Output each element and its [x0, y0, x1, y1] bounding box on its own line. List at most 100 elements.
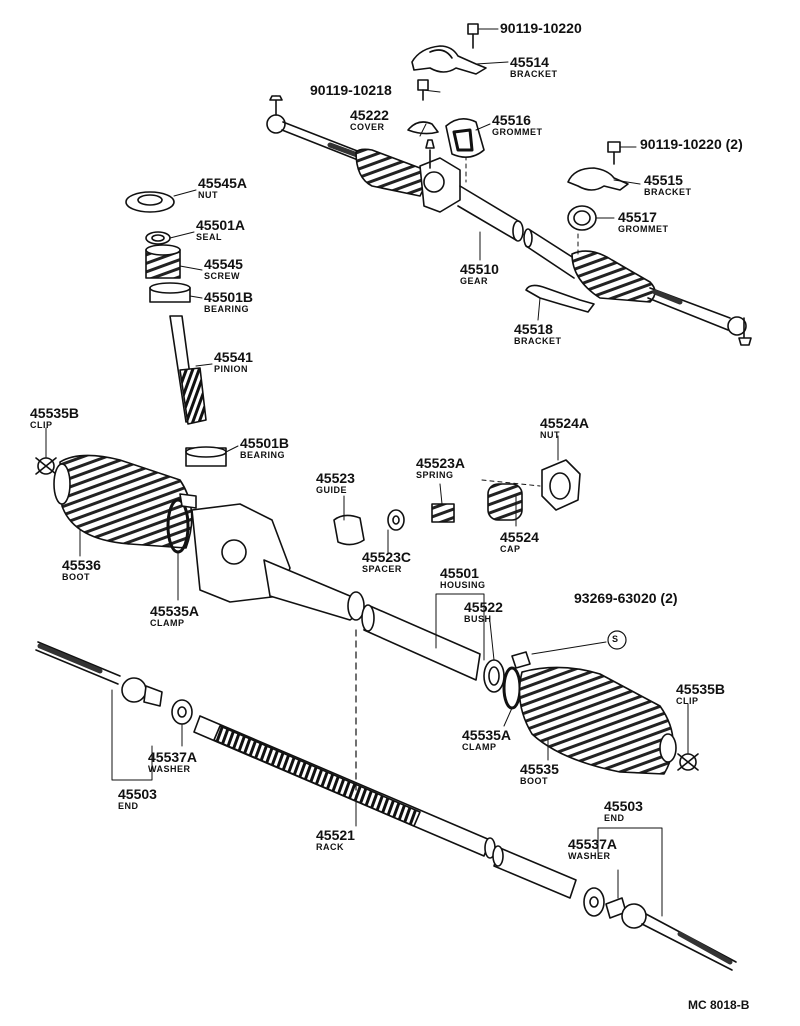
bracket-45514: [411, 45, 487, 75]
part-name: BRACKET: [510, 69, 558, 79]
part-name: BOOT: [62, 572, 90, 582]
housing-center: [191, 503, 365, 621]
end-45503-left: [35, 641, 163, 707]
part-number: 45545: [204, 256, 243, 272]
part-number: 45518: [514, 321, 553, 337]
label-45545a: 45545A NUT: [198, 176, 247, 200]
label-45524: 45524 CAP: [500, 530, 539, 554]
part-name: NUT: [198, 190, 218, 200]
part-number: 45535B: [30, 405, 80, 421]
part-number: 45503: [118, 786, 157, 802]
part-number: 45501B: [204, 289, 254, 305]
symbol-s-label: S: [612, 634, 619, 644]
part-number: 45524A: [540, 415, 590, 431]
leader-lines: [45, 28, 689, 917]
part-number: 45536: [62, 557, 101, 573]
boot-45536: [53, 454, 193, 549]
part-number: 45521: [316, 827, 355, 843]
label-45535a-left: 45535A CLAMP: [150, 604, 199, 628]
housing-tube-45501: [361, 604, 481, 681]
part-number: 45523: [316, 470, 355, 486]
label-45535a-right: 45535A CLAMP: [462, 728, 511, 752]
label-45501b-top: 45501B BEARING: [204, 290, 253, 314]
part-name: WASHER: [568, 851, 611, 861]
guide-45523: [333, 514, 365, 546]
label-45503-left: 45503 END: [118, 787, 157, 811]
part-number: 45503: [604, 798, 643, 814]
part-number: 90119-10218: [310, 82, 392, 98]
part-name: BOOT: [520, 776, 548, 786]
label-45521: 45521 RACK: [316, 828, 355, 852]
label-45503-right: 45503 END: [604, 799, 643, 823]
clip-45535b-left: [35, 457, 57, 475]
label-45537a-right: 45537A WASHER: [568, 837, 617, 861]
label-45518: 45518 BRACKET: [514, 322, 562, 346]
clip-45535b-right: [677, 753, 699, 771]
label-45524a: 45524A NUT: [540, 416, 589, 440]
gear-assembly-45510: [266, 95, 752, 346]
part-name: BRACKET: [514, 336, 562, 346]
bolt-90119-10220-top: [467, 23, 479, 49]
label-45545: 45545 SCREW: [204, 257, 243, 281]
part-name: END: [118, 801, 139, 811]
grommet-45517: [567, 205, 597, 231]
part-number: 45535A: [462, 727, 512, 743]
bolt-90119-10220-2: [607, 141, 621, 165]
bracket-45518: [525, 284, 595, 313]
boot-45535: [518, 666, 677, 775]
part-number: 45537A: [568, 836, 618, 852]
label-93269-63020: 93269-63020 (2): [574, 591, 678, 605]
part-number: 45535B: [676, 681, 726, 697]
label-45501: 45501 HOUSING: [440, 566, 486, 590]
label-45516: 45516 GROMMET: [492, 113, 543, 137]
label-45501b-bottom: 45501B BEARING: [240, 436, 289, 460]
part-number: 45535A: [150, 603, 200, 619]
label-45523a: 45523A SPRING: [416, 456, 465, 480]
part-name: RACK: [316, 842, 344, 852]
part-name: SCREW: [204, 271, 240, 281]
label-45523c: 45523C SPACER: [362, 550, 411, 574]
bearing-45501b-top: [149, 282, 191, 303]
part-number: 90119-10220: [500, 20, 582, 36]
label-90119-10220-top: 90119-10220: [500, 21, 582, 35]
label-45515: 45515 BRACKET: [644, 173, 692, 197]
label-45514: 45514 BRACKET: [510, 55, 558, 79]
label-45535: 45535 BOOT: [520, 762, 559, 786]
pinion-45541: [169, 315, 207, 425]
part-number: 45515: [644, 172, 683, 188]
part-number: 45517: [618, 209, 657, 225]
part-name: GROMMET: [618, 224, 669, 234]
washer-45537a-left: [171, 699, 193, 725]
label-45537a-left: 45537A WASHER: [148, 750, 197, 774]
part-number: 45501B: [240, 435, 290, 451]
part-name: CLIP: [30, 420, 53, 430]
label-90119-10218: 90119-10218: [310, 83, 392, 97]
part-number: 45535: [520, 761, 559, 777]
bush-45522: [483, 659, 505, 693]
part-number: 45541: [214, 349, 253, 365]
part-name: HOUSING: [440, 580, 486, 590]
cap-45524: [487, 483, 523, 521]
part-number: 45524: [500, 529, 539, 545]
part-number: 45514: [510, 54, 549, 70]
part-name: BEARING: [204, 304, 250, 314]
part-name: CLAMP: [462, 742, 497, 752]
part-name: BEARING: [240, 450, 286, 460]
part-name: CLIP: [676, 696, 699, 706]
part-name: GEAR: [460, 276, 489, 286]
part-name: BUSH: [464, 614, 492, 624]
label-45523: 45523 GUIDE: [316, 471, 355, 495]
part-number: 45516: [492, 112, 531, 128]
label-45222: 45222 COVER: [350, 108, 389, 132]
spring-45523a: [431, 503, 455, 523]
rack-45521: [193, 715, 577, 899]
label-90119-10220-2: 90119-10220 (2): [640, 137, 743, 151]
nut-45524a: [541, 459, 581, 511]
part-number: 93269-63020 (2): [574, 590, 678, 606]
part-name: NUT: [540, 430, 560, 440]
part-name: END: [604, 813, 625, 823]
screw-45545: [145, 244, 181, 279]
bearing-45501b-bottom: [185, 446, 227, 467]
spacer-45523c: [387, 509, 405, 531]
